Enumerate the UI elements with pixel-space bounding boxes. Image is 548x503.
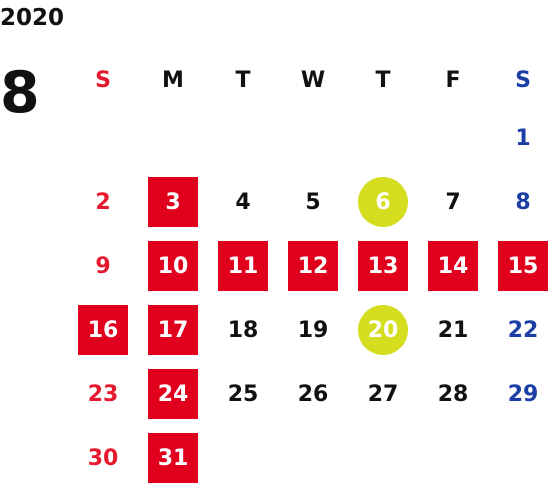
- week-row: 23 24 25 26 27 28 29: [68, 362, 548, 426]
- day-cell[interactable]: 13: [348, 234, 418, 298]
- weekday-wed: W: [278, 54, 348, 106]
- year-label: 2020: [0, 5, 65, 31]
- weekday-header: S M T W T F S: [68, 54, 548, 106]
- empty-cell: [418, 426, 488, 490]
- day-number: 26: [297, 381, 329, 407]
- weekday-thu: T: [348, 54, 418, 106]
- day-cell[interactable]: 8: [488, 170, 548, 234]
- empty-cell: [488, 426, 548, 490]
- week-row: 9 10 11 12 13 14 15: [68, 234, 548, 298]
- day-number: 19: [297, 317, 329, 343]
- day-number: 27: [367, 381, 399, 407]
- week-row: 2 3 4 5 6 7 8: [68, 170, 548, 234]
- day-number: 18: [227, 317, 259, 343]
- day-number: 15: [498, 241, 548, 291]
- day-cell[interactable]: 26: [278, 362, 348, 426]
- day-cell[interactable]: 2: [68, 170, 138, 234]
- day-cell[interactable]: 27: [348, 362, 418, 426]
- week-row: 30 31: [68, 426, 548, 490]
- day-cell[interactable]: 11: [208, 234, 278, 298]
- day-cell[interactable]: 4: [208, 170, 278, 234]
- month-label: 8: [0, 60, 40, 126]
- day-cell[interactable]: 3: [138, 170, 208, 234]
- day-cell[interactable]: 19: [278, 298, 348, 362]
- weekday-mon: M: [138, 54, 208, 106]
- day-number: 23: [87, 381, 119, 407]
- day-cell[interactable]: 17: [138, 298, 208, 362]
- empty-cell: [278, 426, 348, 490]
- day-number: 10: [148, 241, 198, 291]
- day-cell[interactable]: 1: [488, 106, 548, 170]
- day-number: 4: [235, 189, 251, 215]
- day-cell[interactable]: 9: [68, 234, 138, 298]
- day-cell[interactable]: 15: [488, 234, 548, 298]
- day-number: 28: [437, 381, 469, 407]
- empty-cell: [138, 106, 208, 170]
- weekday-label: W: [300, 67, 326, 93]
- day-cell[interactable]: 22: [488, 298, 548, 362]
- day-cell[interactable]: 31: [138, 426, 208, 490]
- empty-cell: [68, 106, 138, 170]
- empty-cell: [208, 426, 278, 490]
- day-cell[interactable]: 5: [278, 170, 348, 234]
- day-number: 29: [507, 381, 539, 407]
- day-number: 3: [148, 177, 198, 227]
- day-number: 31: [148, 433, 198, 483]
- week-row: 1: [68, 106, 548, 170]
- weekday-label: T: [375, 67, 391, 93]
- day-number: 5: [305, 189, 321, 215]
- empty-cell: [278, 106, 348, 170]
- day-cell[interactable]: 24: [138, 362, 208, 426]
- weekday-sat: S: [488, 54, 548, 106]
- weekday-label: F: [445, 67, 461, 93]
- day-number: 20: [358, 305, 408, 355]
- day-cell[interactable]: 25: [208, 362, 278, 426]
- day-cell[interactable]: 28: [418, 362, 488, 426]
- day-number: 24: [148, 369, 198, 419]
- day-number: 22: [507, 317, 539, 343]
- day-cell[interactable]: 14: [418, 234, 488, 298]
- empty-cell: [208, 106, 278, 170]
- weekday-label: M: [162, 67, 184, 93]
- day-number: 7: [445, 189, 461, 215]
- day-number: 21: [437, 317, 469, 343]
- weekday-sun: S: [68, 54, 138, 106]
- day-cell[interactable]: 7: [418, 170, 488, 234]
- day-number: 12: [288, 241, 338, 291]
- day-cell[interactable]: 6: [348, 170, 418, 234]
- weekday-label: S: [95, 67, 111, 93]
- day-number: 6: [358, 177, 408, 227]
- day-number: 1: [515, 125, 531, 151]
- day-number: 9: [95, 253, 111, 279]
- day-cell[interactable]: 30: [68, 426, 138, 490]
- empty-cell: [418, 106, 488, 170]
- weekday-label: S: [515, 67, 531, 93]
- weekday-fri: F: [418, 54, 488, 106]
- day-cell[interactable]: 10: [138, 234, 208, 298]
- day-cell[interactable]: 18: [208, 298, 278, 362]
- day-number: 17: [148, 305, 198, 355]
- weekday-tue: T: [208, 54, 278, 106]
- day-number: 16: [78, 305, 128, 355]
- day-number: 14: [428, 241, 478, 291]
- day-number: 8: [515, 189, 531, 215]
- day-cell[interactable]: 21: [418, 298, 488, 362]
- empty-cell: [348, 426, 418, 490]
- day-number: 13: [358, 241, 408, 291]
- week-row: 16 17 18 19 20 21 22: [68, 298, 548, 362]
- day-cell[interactable]: 20: [348, 298, 418, 362]
- day-cell[interactable]: 23: [68, 362, 138, 426]
- day-number: 30: [87, 445, 119, 471]
- day-cell[interactable]: 16: [68, 298, 138, 362]
- weekday-label: T: [235, 67, 251, 93]
- day-number: 25: [227, 381, 259, 407]
- day-number: 2: [95, 189, 111, 215]
- day-cell[interactable]: 29: [488, 362, 548, 426]
- empty-cell: [348, 106, 418, 170]
- day-cell[interactable]: 12: [278, 234, 348, 298]
- day-number: 11: [218, 241, 268, 291]
